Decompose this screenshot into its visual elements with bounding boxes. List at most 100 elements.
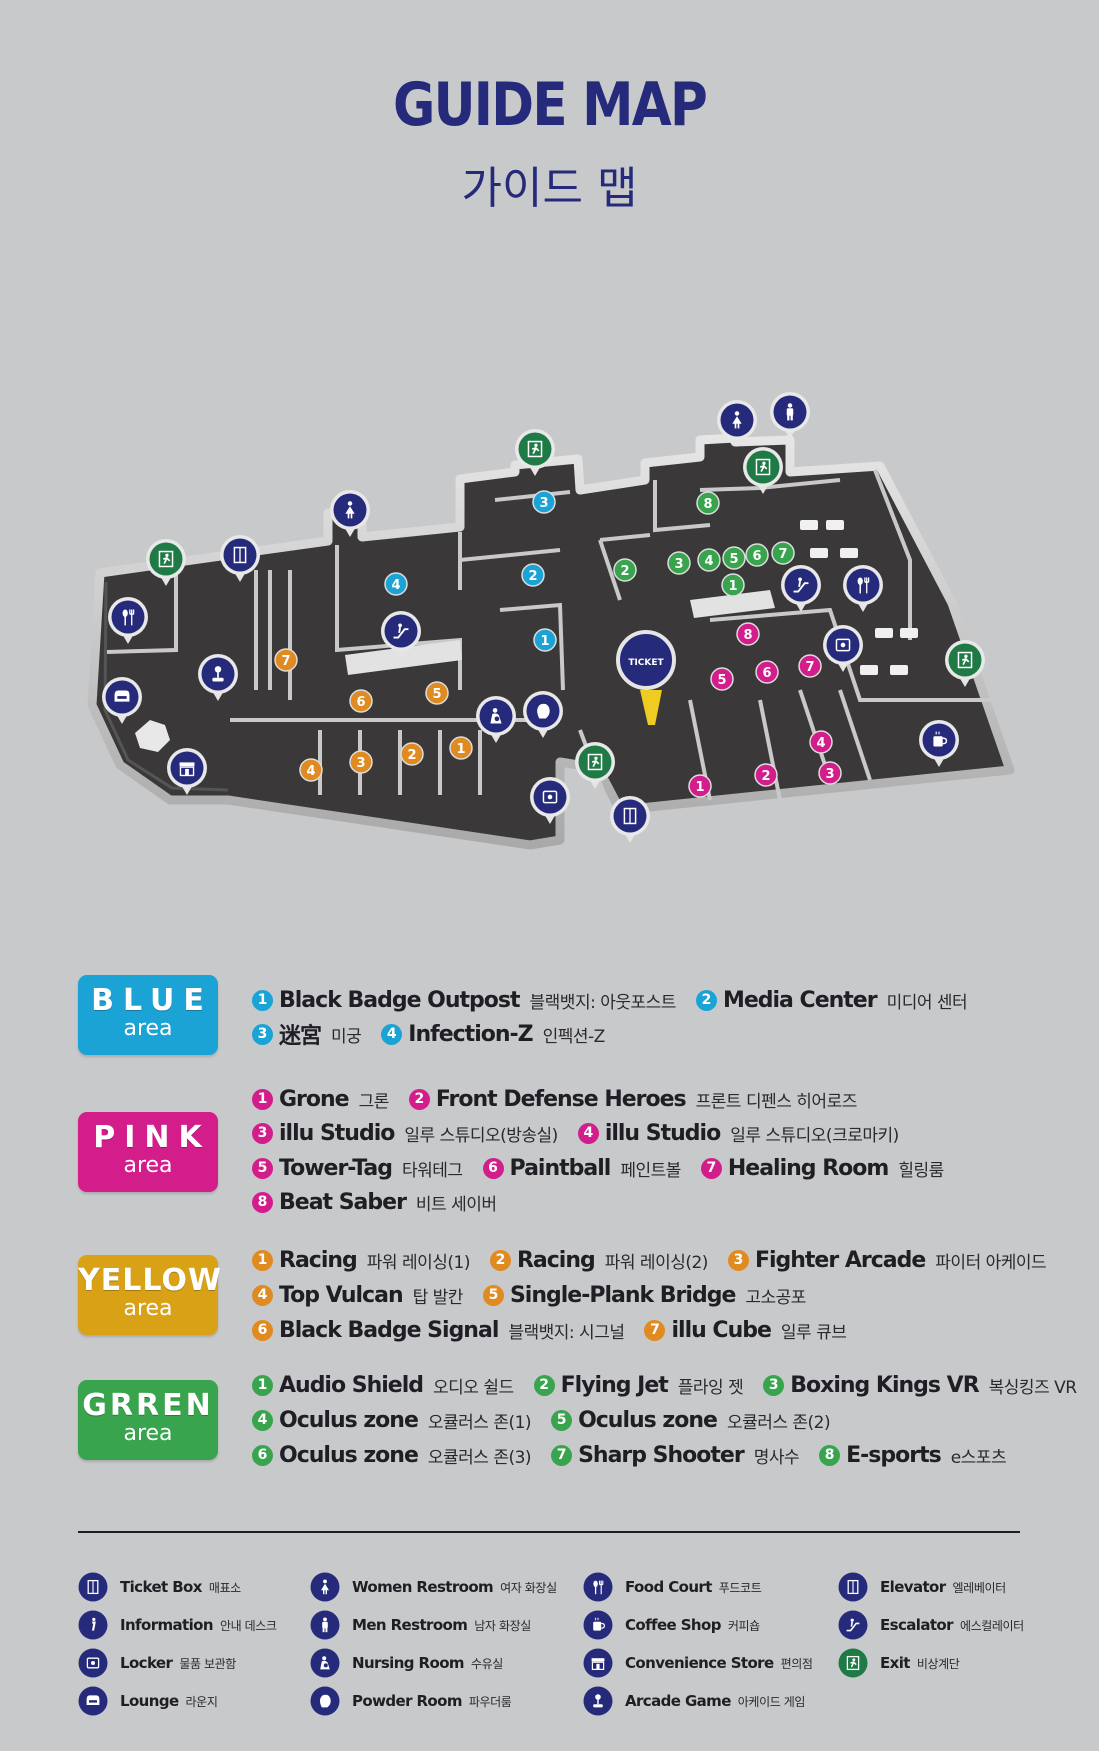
yellow-marker-label: 3 (356, 756, 365, 771)
facility-name-ko: 비상계단 (916, 1656, 960, 1671)
facility-name-en: Men Restroom (352, 1616, 468, 1634)
coffee-shop-icon (933, 731, 948, 747)
facility-name-en: Convenience Store (625, 1654, 774, 1672)
facility-name-en: Exit (880, 1654, 910, 1672)
attraction-name-en: Top Vulcan (279, 1282, 404, 1308)
facility-name-en: Arcade Game (625, 1692, 731, 1710)
facility-name-ko: 에스컬레이터 (959, 1618, 1024, 1633)
blue-marker-label: 1 (540, 634, 549, 649)
exit-pin (743, 447, 783, 494)
attraction-name-en: Front Defense Heroes (435, 1086, 687, 1112)
facility-name-ko: 라운지 (185, 1694, 218, 1709)
attraction-name-en: Black Badge Signal (279, 1317, 499, 1343)
legend-number: 5 (252, 1157, 273, 1179)
powder-room-icon (537, 703, 550, 719)
attraction-name-ko: 미궁 (331, 1026, 362, 1047)
green-marker-label: 2 (620, 564, 629, 579)
exit-icon (527, 440, 543, 458)
attraction-name-en: Audio Shield (279, 1372, 424, 1398)
escalator-icon (393, 623, 409, 639)
elevator-icon (623, 807, 637, 825)
attraction-name-ko: 미디어 센터 (886, 992, 968, 1013)
pink-marker: 4 (809, 730, 833, 754)
pink-marker-label: 1 (695, 780, 704, 795)
attraction-name-en: illu Cube (671, 1317, 771, 1343)
area-sub: area (123, 1016, 173, 1041)
men-restroom-icon (786, 403, 794, 421)
locker-pin (530, 777, 570, 824)
green-marker-label: 4 (704, 554, 713, 569)
ticket-booth-pin: TICKET (616, 630, 676, 725)
facility-name-en: Coffee Shop (625, 1616, 721, 1634)
yellow-marker-label: 1 (456, 742, 465, 757)
attraction-name-en: Paintball (509, 1155, 612, 1181)
legend-number: 6 (252, 1444, 273, 1466)
green-marker-label: 8 (703, 497, 712, 512)
exit-icon (158, 550, 174, 568)
facility-name-ko: 남자 화장실 (474, 1618, 531, 1633)
pink-marker: 2 (754, 763, 778, 787)
attraction-name-en: Oculus zone (578, 1407, 718, 1433)
green-marker: 7 (771, 541, 795, 565)
facility-name-ko: 물품 보관함 (179, 1656, 236, 1671)
attraction-name-ko: 파워 레이싱(2) (604, 1252, 709, 1273)
attraction-name-ko: 파워 레이싱(1) (366, 1252, 471, 1273)
facility-name-en: Food Court (625, 1578, 712, 1596)
attraction-name-en: Beat Saber (279, 1189, 407, 1215)
escalator-icon (838, 1610, 868, 1640)
facility-name-ko: 푸드코트 (718, 1580, 762, 1595)
divider (78, 1531, 1020, 1533)
locker-icon (835, 638, 851, 652)
pink-marker-label: 5 (717, 673, 726, 688)
facility-name-en: Information (120, 1616, 214, 1634)
women-restroom-icon (732, 411, 742, 429)
exit-icon (755, 458, 771, 476)
arcade-game-pin (198, 654, 238, 701)
blue-marker: 2 (521, 563, 545, 587)
attraction-name-ko: 명사수 (753, 1447, 800, 1468)
exit-pin (146, 539, 186, 586)
women-restroom-icon (345, 501, 355, 519)
facility-name-en: Nursing Room (352, 1654, 465, 1672)
legend-number: 5 (551, 1409, 573, 1431)
nursing-room-icon (490, 708, 502, 724)
green-marker: 6 (745, 543, 769, 567)
area-sub: area (123, 1153, 173, 1178)
attraction-name-en: Fighter Arcade (754, 1247, 926, 1273)
blue-marker-label: 4 (391, 578, 400, 593)
men-restroom-pin (770, 392, 810, 439)
convenience-store-icon (179, 762, 195, 777)
attraction-name-en: Black Badge Outpost (279, 987, 521, 1013)
food-court-pin (108, 597, 148, 644)
facility-name-en: Escalator (880, 1616, 954, 1634)
facility-legend-item: Escalator 에스컬레이터 (838, 1609, 1024, 1641)
green-marker-label: 7 (778, 547, 787, 562)
attraction-name-ko: 고소공포 (745, 1287, 806, 1308)
food-court-pin (843, 565, 883, 612)
facility-name-en: Women Restroom (352, 1578, 494, 1596)
facility-name-ko: 안내 데스크 (219, 1618, 277, 1633)
facility-name-ko: 엘레베이터 (952, 1580, 1007, 1595)
pink-marker: 8 (736, 622, 760, 646)
escalator-pin (381, 611, 421, 658)
convenience-store-icon (583, 1648, 613, 1678)
